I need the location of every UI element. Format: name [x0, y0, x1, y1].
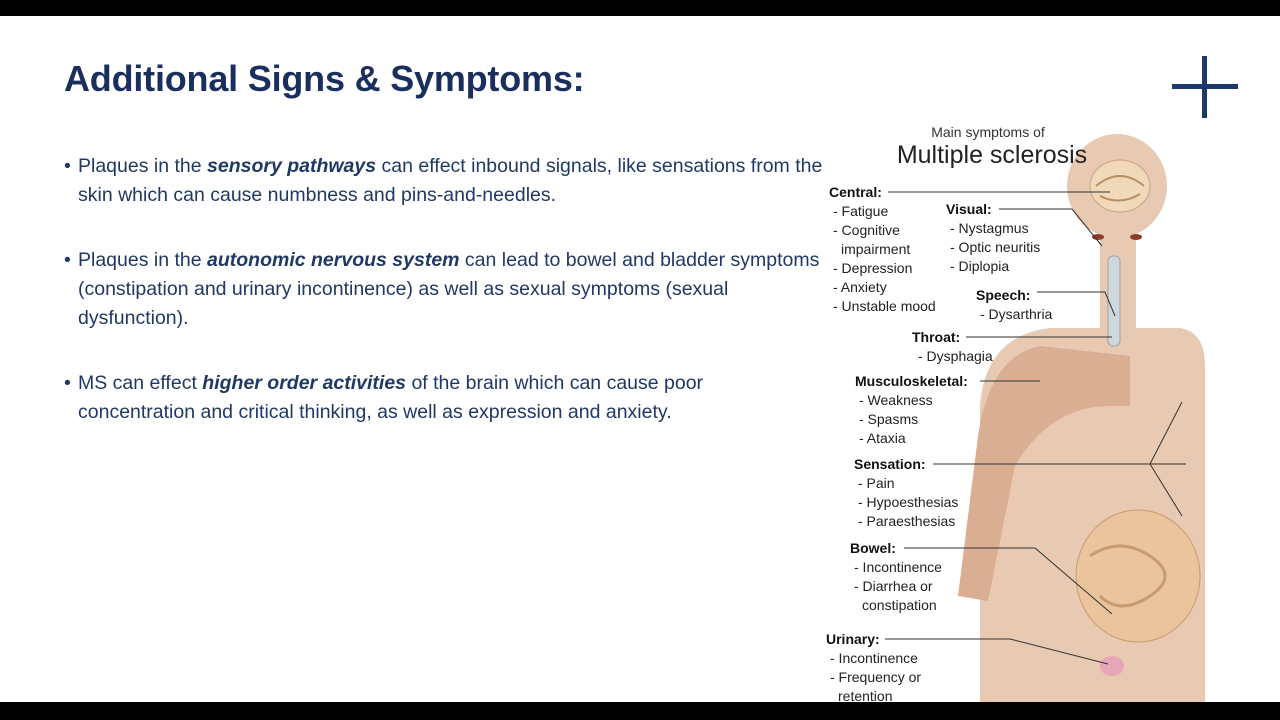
bowel-label: Bowel: [850, 540, 896, 556]
bowel-item: constipation [862, 597, 937, 613]
urinary-item: - Frequency or [830, 669, 921, 685]
musculoskeletal-item: - Spasms [859, 411, 918, 427]
musculoskeletal-item: - Ataxia [859, 430, 906, 446]
central-item: - Cognitive [833, 222, 900, 238]
bullet-text: can effect inbound signals, like sensati… [78, 155, 823, 206]
bullet-text: MS can effect [78, 372, 203, 394]
label-musculoskeletal: Musculoskeletal: - Weakness - Spasms - A… [855, 373, 968, 446]
musculoskeletal-item: - Weakness [859, 392, 933, 408]
slide: Additional Signs & Symptoms: Plaques in … [0, 16, 1280, 702]
bullet-emphasis: autonomic nervous system [207, 249, 460, 271]
speech-label: Speech: [976, 287, 1030, 303]
bullet-text: Plaques in the [78, 249, 208, 271]
throat-label: Throat: [912, 329, 960, 345]
central-label: Central: [829, 184, 882, 200]
label-urinary: Urinary: - Incontinence - Frequency or r… [826, 631, 921, 702]
sensation-item: - Pain [858, 475, 895, 491]
bullet-text: Plaques in the [78, 155, 208, 177]
label-bowel: Bowel: - Incontinence - Diarrhea or cons… [850, 540, 942, 613]
bullet-item: Plaques in the autonomic nervous system … [64, 246, 824, 333]
urinary-item: - Incontinence [830, 650, 918, 666]
throat-item: - Dysphagia [918, 348, 993, 364]
label-central: Central: - Fatigue - Cognitive impairmen… [829, 184, 936, 314]
leader-lines [885, 191, 1186, 665]
speech-item: - Dysarthria [980, 306, 1053, 322]
central-item: - Fatigue [833, 203, 888, 219]
label-sensation: Sensation: - Pain - Hypoesthesias - Para… [854, 456, 958, 529]
central-item: - Unstable mood [833, 298, 936, 314]
figure-subtitle: Main symptoms of [931, 124, 1045, 140]
bullet-list: Plaques in the sensory pathways can effe… [64, 152, 824, 463]
body-illustration [958, 134, 1205, 702]
plus-icon [1172, 56, 1238, 118]
urinary-item: retention [838, 688, 892, 702]
sensation-label: Sensation: [854, 456, 926, 472]
bullet-item: MS can effect higher order activities of… [64, 369, 824, 427]
sensation-item: - Paraesthesias [858, 513, 955, 529]
central-item: - Anxiety [833, 279, 887, 295]
bottom-letterbox-bar [0, 702, 1280, 720]
label-speech: Speech: - Dysarthria [976, 287, 1053, 322]
slide-title: Additional Signs & Symptoms: [64, 58, 585, 99]
bowel-item: - Diarrhea or [854, 578, 933, 594]
visual-item: - Nystagmus [950, 220, 1029, 236]
bullet-text: can lead to bowel and bladder symptoms (… [78, 249, 820, 329]
central-item: - Depression [833, 260, 912, 276]
bullet-emphasis: higher order activities [202, 372, 407, 394]
visual-label: Visual: [946, 201, 992, 217]
bullet-emphasis: sensory pathways [207, 155, 377, 177]
musculoskeletal-label: Musculoskeletal: [855, 373, 968, 389]
bullet-text: of the brain which can cause poor concen… [78, 372, 704, 423]
ms-symptoms-diagram: Main symptoms of Multiple sclerosis Cent… [826, 124, 1205, 702]
sensation-item: - Hypoesthesias [858, 494, 958, 510]
urinary-label: Urinary: [826, 631, 880, 647]
label-visual: Visual: - Nystagmus - Optic neuritis - D… [946, 201, 1040, 274]
bullet-item: Plaques in the sensory pathways can effe… [64, 152, 824, 210]
label-throat: Throat: - Dysphagia [912, 329, 993, 364]
bowel-item: - Incontinence [854, 559, 942, 575]
visual-item: - Optic neuritis [950, 239, 1040, 255]
visual-item: - Diplopia [950, 258, 1009, 274]
figure-title: Multiple sclerosis [897, 141, 1087, 169]
central-item: impairment [841, 241, 910, 257]
